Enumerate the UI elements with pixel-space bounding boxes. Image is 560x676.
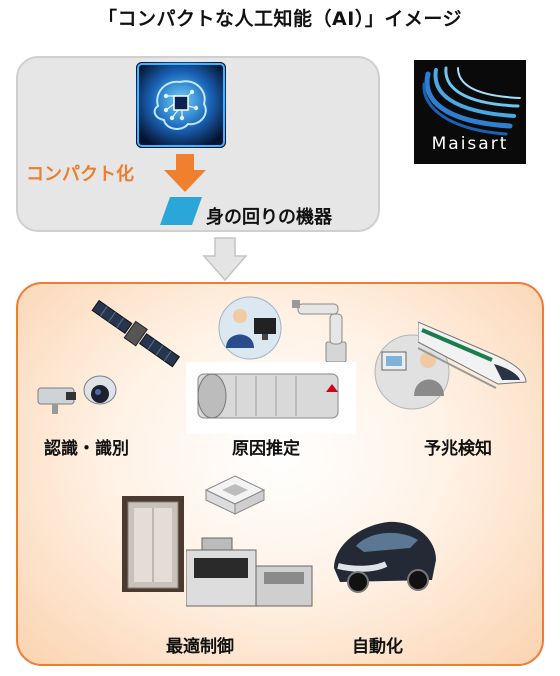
- elevator-icon: [122, 496, 184, 592]
- grey-down-arrow-icon: [202, 236, 248, 282]
- page-title: 「コンパクトな人工知能（AI）」イメージ: [98, 8, 462, 30]
- caption-optimal-control: 最適制御: [166, 637, 234, 657]
- orange-down-arrow-icon: [160, 154, 210, 194]
- autonomous-car-icon: [328, 506, 440, 596]
- industrial-machine-icon: [185, 536, 314, 608]
- caption-anomaly-detection: 予兆検知: [424, 439, 492, 459]
- device-shape-icon: [160, 197, 202, 225]
- robot-arm-icon: [290, 292, 354, 364]
- caption-automation: 自動化: [352, 637, 403, 657]
- satellite-icon: [82, 294, 190, 376]
- logo-text: Maisart: [431, 134, 509, 154]
- maisart-logo: Maisart: [414, 60, 526, 164]
- caption-cause-estimation: 原因推定: [232, 439, 300, 459]
- device-label: 身の回りの機器: [206, 207, 332, 228]
- train-icon: [417, 312, 532, 392]
- security-camera-icon: [36, 368, 120, 418]
- ai-brain-chip-icon: [136, 62, 226, 148]
- compact-label: コンパクト化: [26, 164, 134, 185]
- generator-machine-icon: [186, 362, 356, 434]
- caption-recognition: 認識・識別: [44, 439, 129, 459]
- air-conditioner-icon: [204, 474, 266, 516]
- operator-computer-icon: [218, 296, 282, 360]
